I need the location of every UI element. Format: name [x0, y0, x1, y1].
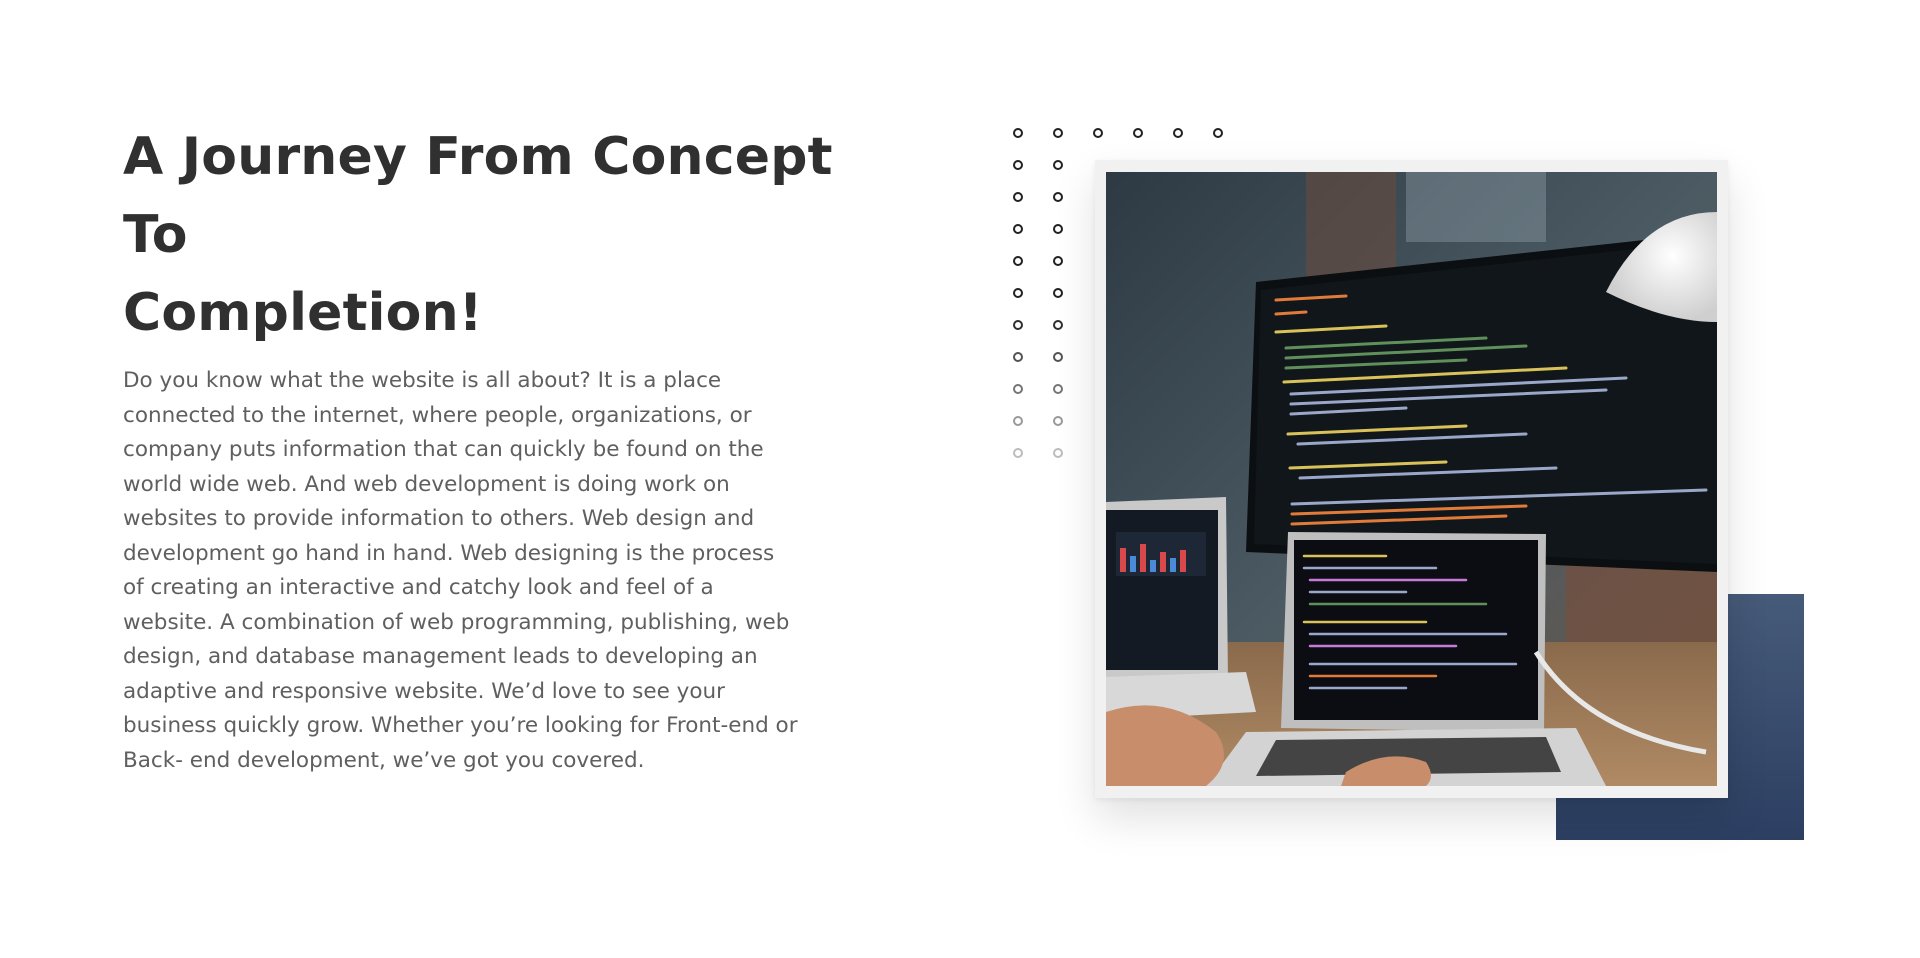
- description-line: world wide web. And web development is d…: [123, 471, 730, 497]
- decoration-dot: [1013, 192, 1023, 202]
- developer-workspace-photo: [1106, 172, 1717, 786]
- decoration-dot: [1053, 352, 1063, 362]
- decoration-dot: [1013, 384, 1023, 394]
- decoration-dot: [1053, 160, 1063, 170]
- description-line: Back- end development, we’ve got you cov…: [123, 747, 645, 773]
- section-title-line-1: A Journey From Concept To: [123, 127, 833, 265]
- decoration-dot: [1133, 128, 1143, 138]
- decoration-dot: [1053, 448, 1063, 458]
- decoration-dot: [1013, 320, 1023, 330]
- description-line: website. A combination of web programmin…: [123, 609, 790, 635]
- decoration-dot: [1013, 352, 1023, 362]
- section-title: A Journey From Concept To Completion!: [123, 118, 883, 352]
- photo-frame: [1095, 160, 1728, 798]
- description-line: adaptive and responsive website. We’d lo…: [123, 678, 725, 704]
- decoration-dot: [1013, 288, 1023, 298]
- description-line: development go hand in hand. Web designi…: [123, 540, 775, 566]
- description-line: websites to provide information to other…: [123, 506, 755, 531]
- description-line: business quickly grow. Whether you’re lo…: [123, 713, 798, 738]
- section-description: Do you know what the website is all abou…: [123, 364, 858, 778]
- description-line: connected to the internet, where people,…: [123, 402, 752, 428]
- decoration-dot: [1053, 192, 1063, 202]
- section-title-line-2: Completion!: [123, 283, 483, 343]
- decoration-dot: [1013, 448, 1023, 458]
- decoration-dot: [1053, 288, 1063, 298]
- intro-section: A Journey From Concept To Completion! Do…: [123, 118, 883, 778]
- decoration-dot: [1053, 128, 1063, 138]
- description-line: Do you know what the website is all abou…: [123, 368, 722, 393]
- description-line: of creating an interactive and catchy lo…: [123, 575, 714, 600]
- decoration-dot: [1013, 256, 1023, 266]
- decoration-dot: [1013, 224, 1023, 234]
- decoration-dot: [1053, 320, 1063, 330]
- decoration-dot: [1013, 160, 1023, 170]
- decoration-dot: [1093, 128, 1103, 138]
- decoration-dot: [1013, 128, 1023, 138]
- decoration-dot: [1173, 128, 1183, 138]
- description-line: company puts information that can quickl…: [123, 437, 764, 462]
- decoration-dot: [1053, 384, 1063, 394]
- description-line: design, and database management leads to…: [123, 644, 758, 669]
- decoration-dot: [1213, 128, 1223, 138]
- dot-grid-decoration: [1013, 128, 1243, 468]
- decoration-dot: [1013, 416, 1023, 426]
- decoration-dot: [1053, 224, 1063, 234]
- decoration-dot: [1053, 256, 1063, 266]
- decoration-dot: [1053, 416, 1063, 426]
